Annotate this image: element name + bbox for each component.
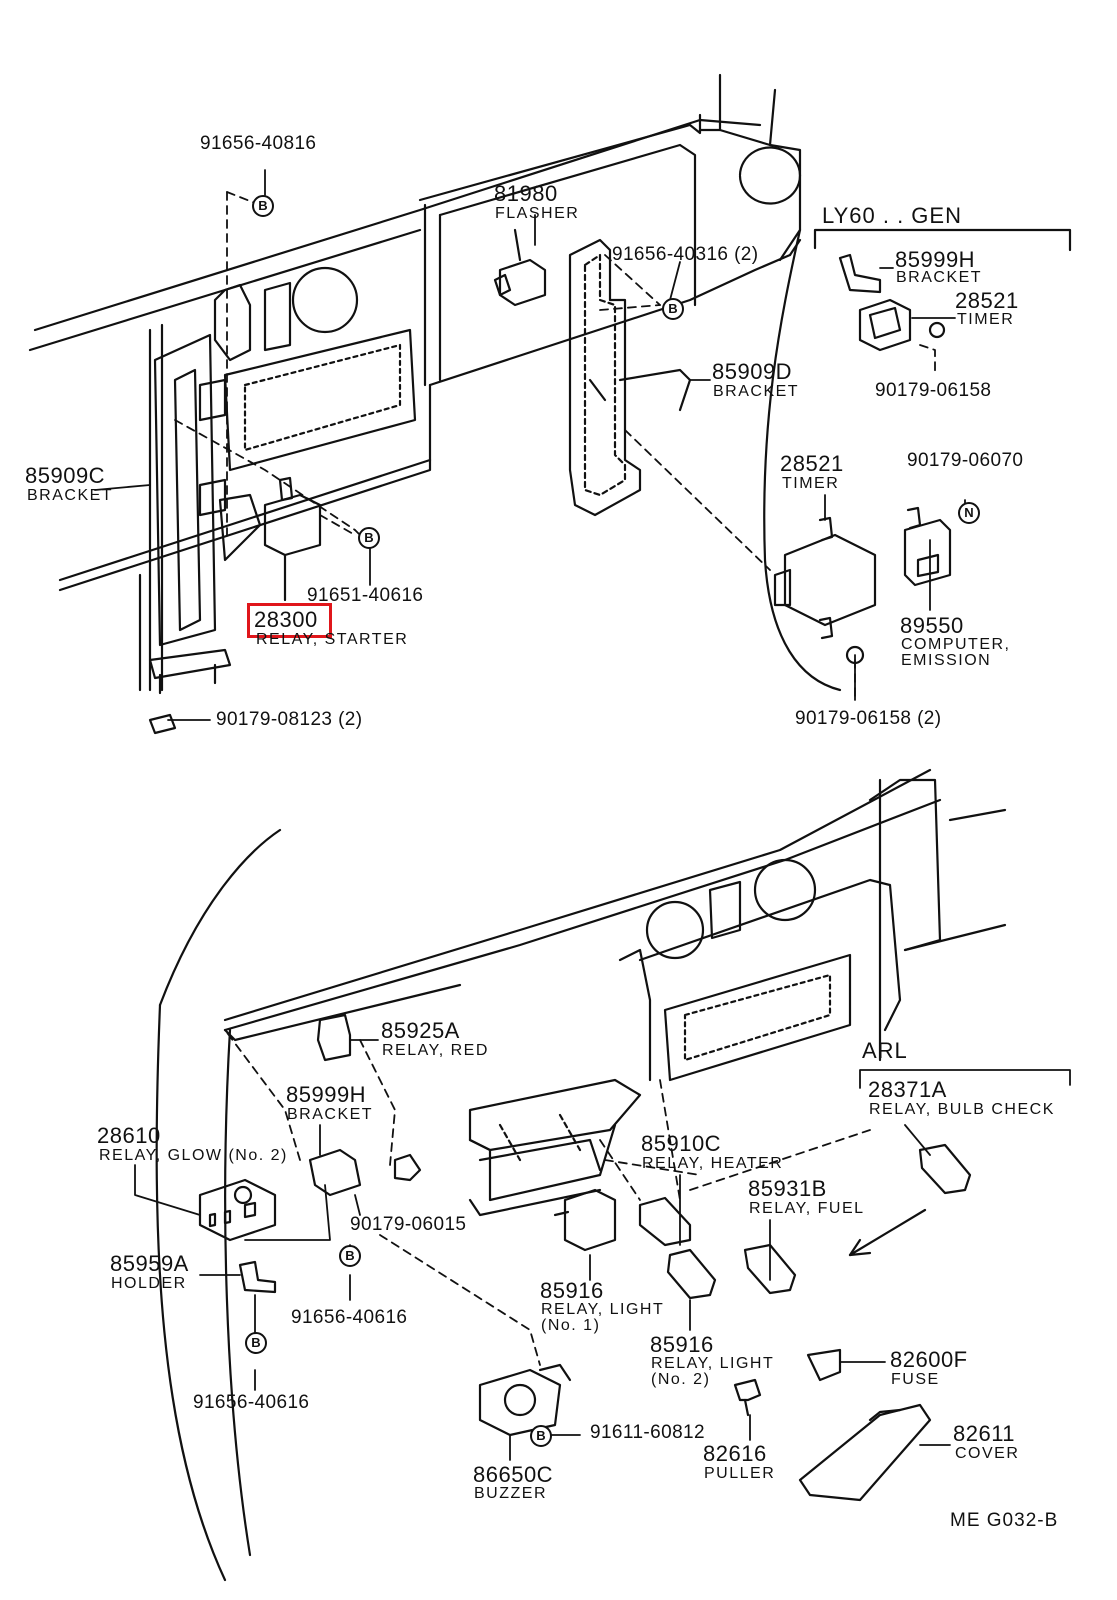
part-name-bracket: BRACKET [27,487,114,504]
ref-b-circle: B [252,195,274,217]
lower-leader-lines [224,1029,871,1366]
part-name-holder: HOLDER [111,1275,187,1292]
part-number-28521[interactable]: 28521 [780,451,844,476]
part-name-fuse: FUSE [891,1371,940,1388]
part-name-bracket: BRACKET [713,383,800,400]
part-number-82611[interactable]: 82611 [953,1421,1016,1446]
ref-b-circle: B [662,298,684,320]
part-number-86650c[interactable]: 86650C [473,1462,554,1487]
part-number-82616[interactable]: 82616 [703,1441,767,1466]
lower-dashboard-outline [155,768,1007,1582]
part-name-bracket: BRACKET [287,1106,374,1123]
part-number-90179-06070[interactable]: 90179-06070 [907,450,1024,471]
part-number-85910c[interactable]: 85910C [641,1131,722,1156]
part-number-90179-08123[interactable]: 90179-08123 (2) [216,709,363,730]
part-number-28300[interactable]: 28300 [254,607,318,632]
ref-b-circle: B [339,1245,361,1267]
part-number-90179-06158[interactable]: 90179-06158 [875,380,992,401]
part-name-relay-fuel: RELAY, FUEL [749,1200,865,1217]
part-name-emission: EMISSION [901,652,992,669]
part-name-timer: TIMER [957,311,1015,328]
part-number-85909d[interactable]: 85909D [712,359,793,384]
part-number-85909c[interactable]: 85909C [25,463,106,488]
part-number-91656-40616[interactable]: 91656-40616 [193,1392,310,1413]
part-number-85959a[interactable]: 85959A [110,1251,189,1276]
part-name-timer: TIMER [782,475,840,492]
part-name-bracket: BRACKET [896,269,983,286]
part-number-91656-40316[interactable]: 91656-40316 (2) [612,244,759,265]
part-number-90179-06158-2[interactable]: 90179-06158 (2) [795,708,942,729]
ref-n-circle: N [958,502,980,524]
part-name-relay-starter: RELAY, STARTER [256,631,409,648]
part-name-relay-red: RELAY, RED [382,1042,489,1059]
part-name-relay-light: RELAY, LIGHT [651,1355,775,1372]
part-number-91611-60812[interactable]: 91611-60812 [590,1422,705,1443]
part-name-computer: COMPUTER, [901,636,1011,653]
part-number-81980[interactable]: 81980 [494,181,558,206]
part-number-91651-40616[interactable]: 91651-40616 [307,585,424,606]
part-name-no-2: (No. 2) [651,1371,711,1388]
diagram-code: ME G032-B [950,1510,1059,1531]
upper-dashboard-outline [28,73,1072,735]
section-header-ly60-gen: LY60 . . GEN [822,203,962,228]
part-name-cover: COVER [955,1445,1020,1462]
highlight-box [247,603,332,638]
part-number-85925a[interactable]: 85925A [381,1018,460,1043]
part-number-89550[interactable]: 89550 [900,613,964,638]
ref-b-circle: B [530,1425,552,1447]
part-number-85916[interactable]: 85916 [650,1332,714,1357]
part-name-flasher: FLASHER [495,205,580,222]
part-name-relay-bulb-check: RELAY, BULB CHECK [869,1101,1055,1118]
lower-solid-leaders [134,1039,1071,1461]
part-name-buzzer: BUZZER [474,1485,547,1502]
part-name-relay-light: RELAY, LIGHT [541,1301,665,1318]
ref-b-circle: B [245,1332,267,1354]
section-header-arl: ARL [862,1038,908,1063]
ref-b-circle: B [358,527,380,549]
part-number-85916[interactable]: 85916 [540,1278,604,1303]
part-number-28521[interactable]: 28521 [955,288,1019,313]
part-number-91656-40816[interactable]: 91656-40816 [200,133,317,154]
part-number-91656-40616[interactable]: 91656-40616 [291,1307,408,1328]
part-number-28610[interactable]: 28610 [97,1123,161,1148]
part-name-puller: PULLER [704,1465,776,1482]
part-number-85999h[interactable]: 85999H [895,247,976,272]
upper-solid-leaders [94,169,966,721]
part-number-85999h[interactable]: 85999H [286,1082,367,1107]
part-number-85931b[interactable]: 85931B [748,1176,827,1201]
part-name-relay-heater: RELAY, HEATER [642,1155,784,1172]
part-number-28371a[interactable]: 28371A [868,1077,947,1102]
part-name-no-1: (No. 1) [541,1317,601,1334]
part-name-relay-glow: RELAY, GLOW (No. 2) [99,1147,288,1164]
part-number-90179-06015[interactable]: 90179-06015 [350,1214,467,1235]
part-number-82600f[interactable]: 82600F [890,1347,968,1372]
